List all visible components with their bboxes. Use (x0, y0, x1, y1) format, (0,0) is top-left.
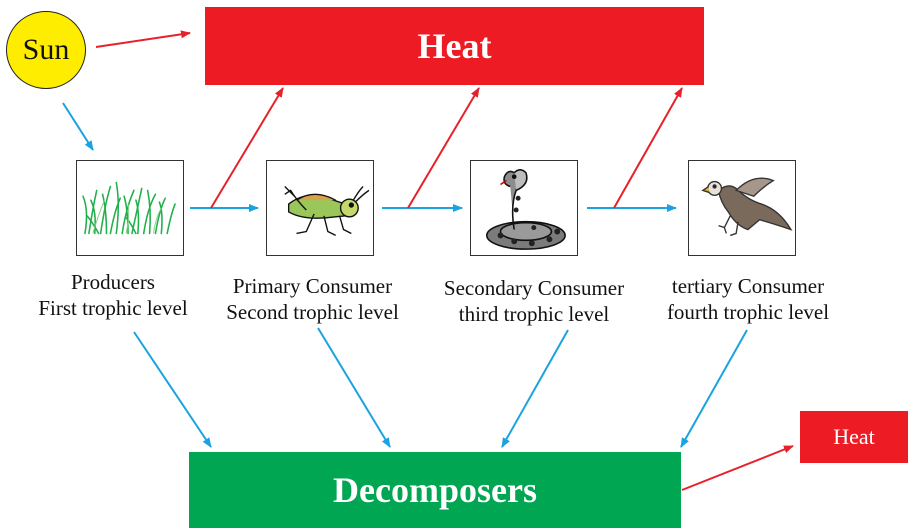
arrow-sun-to-producers (62, 102, 94, 151)
level-trophic: fourth trophic level (666, 300, 830, 324)
arrow-producers-to-decomposers (133, 331, 212, 448)
decomposers-box: Decomposers (189, 452, 681, 528)
level-label-producers: Producers First trophic level (28, 269, 198, 321)
heat-box-small: Heat (800, 411, 908, 463)
arrow-decomposers-to-heat (681, 445, 794, 491)
snake-icon (470, 160, 578, 256)
arrow-heat-3 (613, 87, 683, 209)
level-name: Producers (71, 270, 155, 294)
heat-box-top: Heat (205, 7, 704, 85)
arrow-tertiary-to-decomposers (680, 329, 748, 448)
arrow-sun-to-heat (95, 30, 191, 48)
level-name: Primary Consumer (232, 274, 393, 298)
level-trophic: Second trophic level (226, 300, 399, 324)
arrow-primary-to-decomposers (317, 327, 391, 448)
level-trophic: third trophic level (458, 302, 610, 326)
level-label-secondary: Secondary Consumer third trophic level (424, 275, 644, 327)
arrow-secondary-to-decomposers (501, 329, 569, 448)
level-name: Secondary Consumer (443, 276, 625, 300)
level-label-tertiary: tertiary Consumer fourth trophic level (648, 273, 848, 325)
arrow-heat-2 (407, 87, 480, 209)
eagle-icon (688, 160, 796, 256)
grass-icon (76, 160, 184, 256)
sun-node: Sun (6, 11, 86, 89)
arrow-heat-1 (210, 87, 284, 209)
grasshopper-icon (266, 160, 374, 256)
level-trophic: First trophic level (38, 296, 188, 320)
level-label-primary: Primary Consumer Second trophic level (210, 273, 415, 325)
level-name: tertiary Consumer (671, 274, 825, 298)
